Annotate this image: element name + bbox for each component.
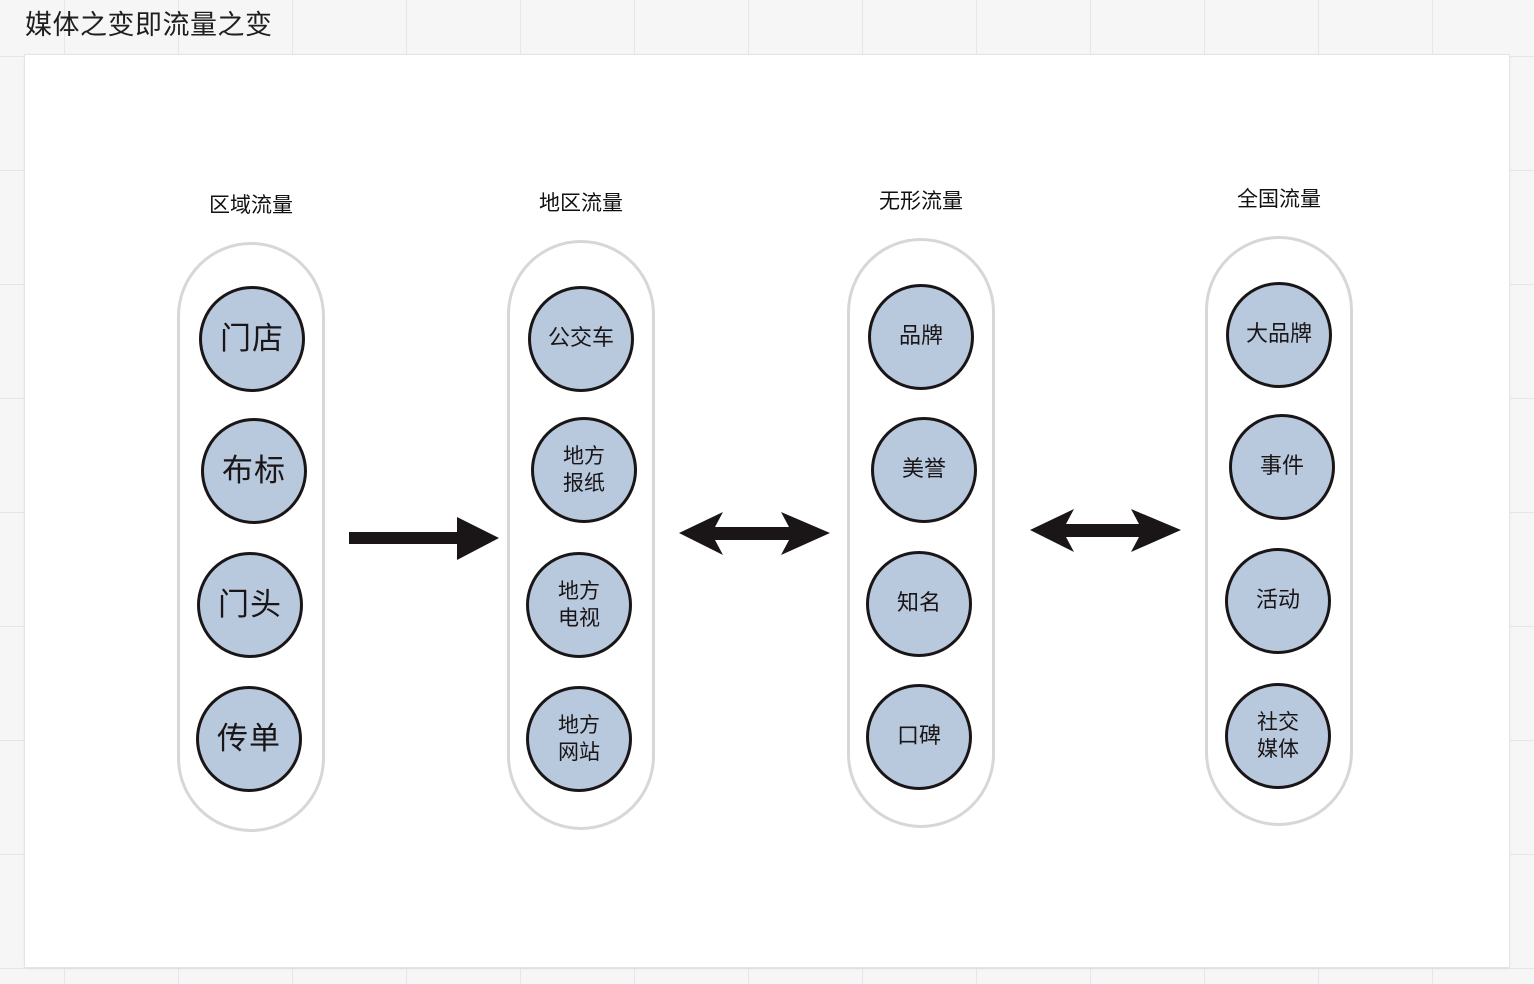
node-bus[interactable]: 公交车: [528, 286, 634, 392]
node-local-newspaper[interactable]: 地方 报纸: [531, 417, 637, 523]
node-fame[interactable]: 知名: [866, 551, 972, 657]
node-flyer[interactable]: 传单: [196, 686, 302, 792]
column-title-national: 全国流量: [1237, 187, 1321, 211]
arrow-right-1: [349, 517, 499, 560]
node-event[interactable]: 事件: [1229, 414, 1335, 520]
node-activity[interactable]: 活动: [1225, 548, 1331, 654]
column-title-local: 地区流量: [539, 191, 623, 215]
node-reputation[interactable]: 美誉: [871, 417, 977, 523]
column-title-intangible: 无形流量: [879, 189, 963, 213]
node-word-of-mouth[interactable]: 口碑: [866, 684, 972, 790]
page-title: 媒体之变即流量之变: [25, 10, 273, 41]
node-local-website[interactable]: 地方 网站: [526, 686, 632, 792]
node-store[interactable]: 门店: [199, 286, 305, 392]
node-social-media[interactable]: 社交 媒体: [1225, 683, 1331, 789]
node-local-tv[interactable]: 地方 电视: [526, 552, 632, 658]
node-banner[interactable]: 布标: [201, 418, 307, 524]
double-arrow-1: [679, 512, 830, 555]
node-big-brand[interactable]: 大品牌: [1226, 282, 1332, 388]
column-title-regional: 区域流量: [209, 193, 293, 217]
double-arrow-2: [1030, 509, 1181, 552]
node-brand[interactable]: 品牌: [868, 284, 974, 390]
node-storefront-sign[interactable]: 门头: [197, 552, 303, 658]
diagram-canvas[interactable]: 区域流量 门店 布标 门头 传单 地区流量 公交车 地方 报纸 地方 电视 地方…: [25, 55, 1509, 967]
